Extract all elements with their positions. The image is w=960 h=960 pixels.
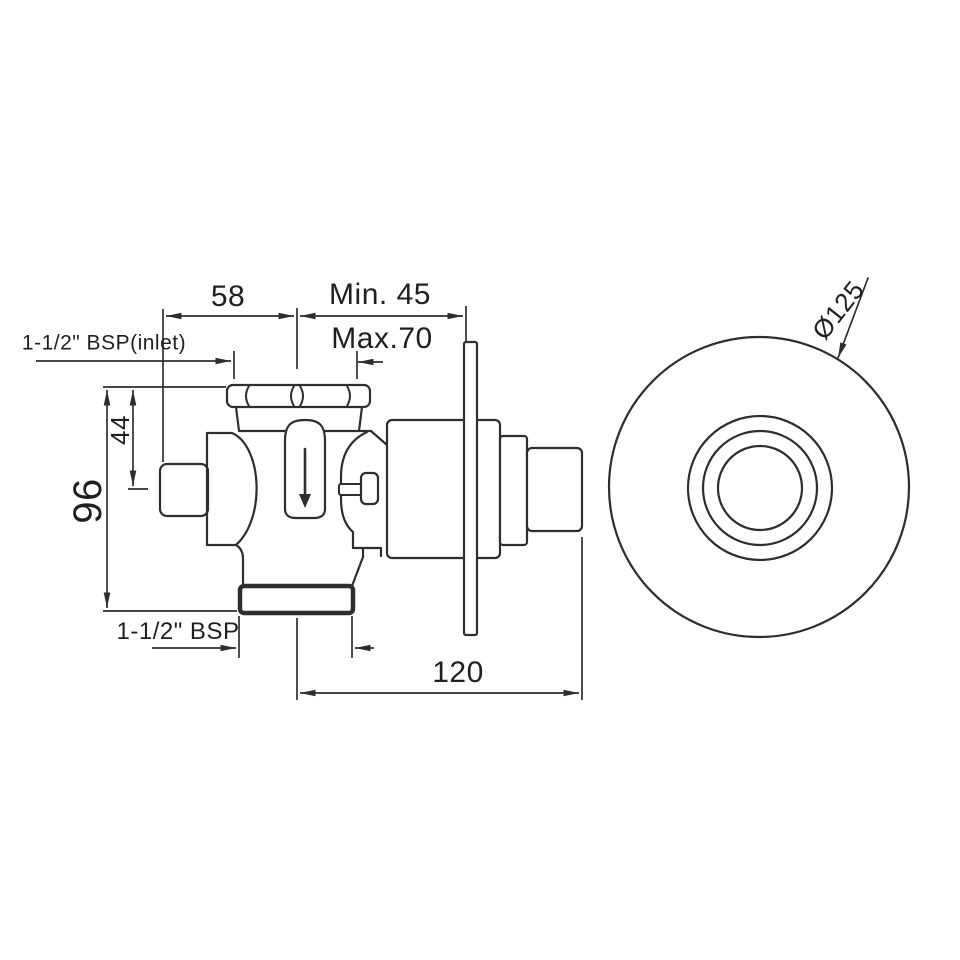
face-plate-circle [607, 335, 911, 639]
body-bulge [205, 431, 258, 547]
inlet-port [158, 462, 210, 518]
body-waist [339, 430, 383, 588]
dim-58-label: 58 [210, 280, 246, 313]
dimension-graphics [36, 306, 583, 700]
dim-44-label: 44 [105, 415, 135, 445]
diameter-leader-line [837, 277, 869, 359]
inlet-thread-label: 1-1/2" BSP(inlet) [21, 331, 187, 355]
push-button [525, 446, 584, 533]
side-view [158, 340, 584, 637]
front-view [607, 277, 911, 639]
control-stem-boss [359, 471, 380, 506]
dim-96-label: 96 [66, 478, 110, 524]
hex-nut-facets [245, 385, 351, 407]
housing-step [498, 434, 529, 547]
wall-plate [462, 340, 479, 637]
button-outer-ring [686, 414, 834, 562]
dim-max70-label: Max.70 [331, 322, 433, 355]
outlet-spigot [237, 583, 356, 616]
button-inner-circle [716, 444, 804, 532]
dim-120-label: 120 [432, 656, 484, 689]
flow-direction-arrow-icon [299, 447, 311, 508]
dim-min45-label: Min. 45 [329, 278, 431, 311]
body-shoulder [357, 429, 389, 447]
control-stem [338, 483, 363, 496]
outlet-thread-label: 1-1/2" BSP [116, 618, 240, 645]
cartridge-housing [385, 418, 502, 560]
body-bottom-left [234, 543, 245, 588]
button-middle-ring [701, 429, 819, 547]
hex-nut [225, 383, 372, 409]
